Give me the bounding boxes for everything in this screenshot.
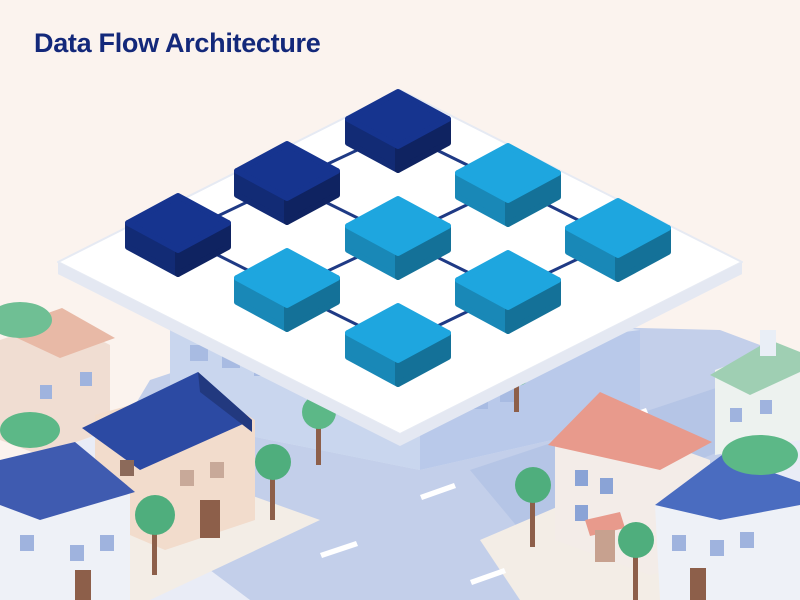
house-left-front — [0, 442, 135, 600]
node-top-face — [455, 143, 561, 203]
node-top-face — [234, 248, 340, 308]
node-n8 — [455, 250, 561, 334]
house-left-middle — [82, 372, 255, 550]
node-top-face — [565, 198, 671, 258]
tree — [135, 495, 175, 575]
page-title: Data Flow Architecture — [34, 28, 321, 58]
tree — [255, 444, 291, 520]
node-n5 — [345, 196, 451, 280]
node-n3 — [345, 89, 451, 173]
node-top-face — [345, 89, 451, 149]
node-top-face — [345, 196, 451, 256]
house-right-back — [710, 330, 800, 455]
node-top-face — [125, 193, 231, 253]
node-n2 — [234, 141, 340, 225]
node-n4 — [455, 143, 561, 227]
node-top-face — [455, 250, 561, 310]
node-n7 — [565, 198, 671, 282]
tree — [515, 467, 551, 547]
node-top-face — [345, 303, 451, 363]
node-grid — [125, 89, 671, 387]
node-top-face — [234, 141, 340, 201]
node-n1 — [125, 193, 231, 277]
node-n9 — [345, 303, 451, 387]
tree — [618, 522, 654, 600]
bush — [0, 302, 798, 475]
node-n6 — [234, 248, 340, 332]
